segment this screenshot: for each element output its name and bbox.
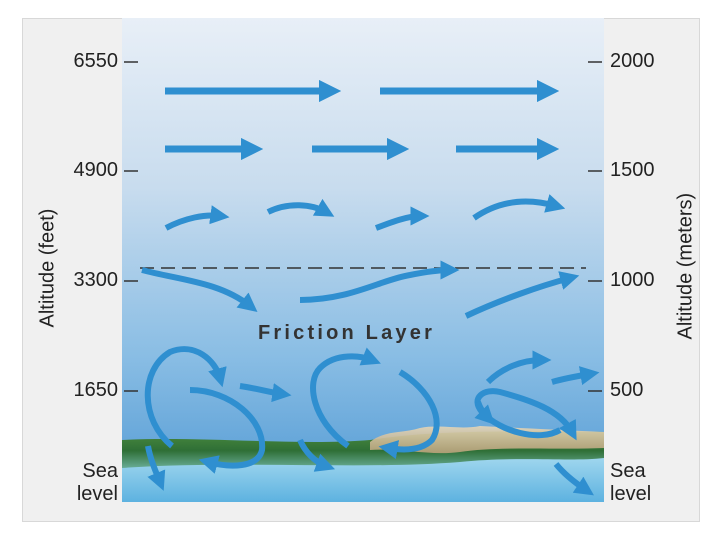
eddy-arrow-10 bbox=[551, 366, 600, 386]
right-sea-level-line2: level bbox=[610, 483, 652, 505]
eddy-arrow-3 bbox=[239, 383, 292, 403]
friction-wind-arrow-1 bbox=[141, 267, 258, 312]
friction-layer-wind-arrows bbox=[141, 260, 580, 319]
upper-wind-arrows bbox=[165, 79, 560, 161]
curved-wind-arrow-3 bbox=[374, 206, 430, 231]
eddy-arrow-11 bbox=[474, 400, 495, 425]
eddy-arrow-8 bbox=[474, 388, 577, 441]
surface-eddy-arrows bbox=[144, 346, 600, 496]
friction-layer-label: Friction Layer bbox=[258, 322, 436, 344]
curved-wind-arrow-1 bbox=[164, 205, 230, 231]
left-tick-label-1650: 1650 bbox=[73, 379, 119, 401]
left-sea-level-line2: level bbox=[76, 483, 118, 505]
left-tick-label-4900: 4900 bbox=[73, 159, 119, 181]
left-tick-label-3300: 3300 bbox=[73, 269, 119, 291]
friction-wind-arrow-2 bbox=[299, 260, 460, 303]
friction-wind-arrow-3 bbox=[464, 271, 580, 319]
right-tick-label-1500: 1500 bbox=[610, 159, 655, 181]
eddy-arrow-4 bbox=[145, 445, 166, 491]
right-tick-label-500: 500 bbox=[610, 379, 644, 401]
right-tick-label-2000: 2000 bbox=[610, 50, 655, 72]
right-tick-label-1000: 1000 bbox=[610, 269, 655, 291]
eddy-arrow-5 bbox=[297, 438, 336, 472]
right-sea-level-line1: Sea bbox=[610, 460, 646, 482]
left-tick-marks bbox=[124, 61, 138, 392]
left-tick-label-6550: 6550 bbox=[73, 50, 119, 72]
eddy-arrow-9 bbox=[485, 350, 552, 385]
sky-background bbox=[122, 18, 604, 502]
right-axis-title: Altitude (meters) bbox=[674, 192, 697, 340]
transition-wind-arrows bbox=[164, 194, 566, 231]
curved-wind-arrow-2 bbox=[266, 198, 335, 217]
eddy-arrow-12 bbox=[553, 462, 594, 496]
left-sea-level-line1: Sea bbox=[82, 460, 118, 482]
left-axis-title: Altitude (feet) bbox=[36, 208, 59, 328]
right-tick-marks bbox=[588, 61, 602, 392]
eddy-arrow-6 bbox=[310, 347, 381, 449]
curved-wind-arrow-4 bbox=[472, 194, 566, 221]
water bbox=[122, 458, 604, 502]
eddy-arrow-1 bbox=[144, 346, 227, 449]
eddy-arrow-7 bbox=[378, 369, 440, 460]
eddy-arrow-2 bbox=[189, 387, 266, 474]
